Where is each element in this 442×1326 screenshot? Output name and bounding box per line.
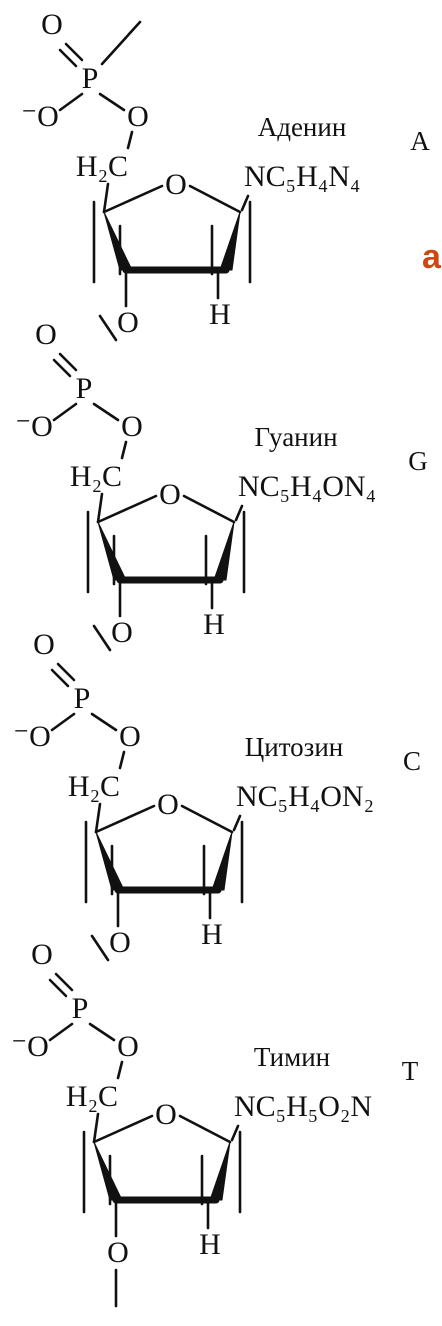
base-letter: A [410,126,430,156]
single-bond [48,1022,74,1042]
glycosidic-bond [240,194,250,212]
double-bond [58,48,78,68]
hydrogen-atom: H [203,608,225,641]
methylene-group: H₂C [70,460,122,493]
wedge-bond [219,211,241,271]
ring-bond [92,1114,154,1144]
ring-bond [96,492,104,524]
phosphorus-atom: P [76,372,93,405]
ester-oxygen-atom: O [119,720,141,753]
ring-bond [188,184,242,214]
chain-bond [100,20,142,66]
ring-bond [182,494,236,524]
base-formula: NC₅H₄ON₂ [236,780,374,813]
ring-bond [94,804,156,834]
single-bond [98,92,126,112]
single-bond [58,92,84,112]
glycosidic-bond [232,814,242,832]
base-letter: T [402,1056,419,1086]
chain-bond [126,130,134,150]
base-formula: NC₅H₄ON₄ [238,470,376,503]
wedge-bond [95,831,125,891]
ester-oxygen-atom: O [121,410,143,443]
glycosidic-bond [234,504,244,522]
chain-bond [116,1060,124,1080]
ring-bond [92,1112,100,1144]
wedge-bond [213,521,235,581]
base-name-label: Цитозин [245,732,343,762]
double-bond [50,668,70,688]
methylene-group: H₂C [76,150,128,183]
double-bond [56,662,76,682]
ring-bond [102,184,164,214]
ring-bond [96,494,158,524]
chain-bond [92,624,112,652]
oxygen-atom: O [31,938,53,971]
base-formula: NC₅H₄N₄ [244,160,360,193]
oxygen-anion-atom: ⁻O [15,410,53,443]
wedge-bond [211,831,233,891]
hydrogen-atom: H [201,918,223,951]
ring-bond [102,182,110,214]
hydrogen-atom: H [209,298,231,331]
ring-oxygen-atom: O [165,168,187,201]
chain-bond [118,750,126,770]
single-bond [90,712,118,732]
double-bond [58,352,78,372]
glycosidic-bond [230,1124,240,1142]
oxygen-anion-atom: ⁻O [13,720,51,753]
oxygen-anion-atom: ⁻O [21,100,59,133]
ring-oxygen-atom: O [155,1098,177,1131]
single-bond [50,712,76,732]
double-bond [48,978,68,998]
methylene-group: H₂C [68,770,120,803]
base-name-label: Аденин [258,112,347,142]
ring-oxygen-atom: O [157,788,179,821]
ring-bond [94,802,102,834]
chain-bond [98,314,118,342]
wedge-bond [103,211,133,271]
chain-bond [90,934,110,962]
phosphorus-atom: P [74,682,91,715]
wedge-bond [93,1141,123,1201]
single-bond [92,402,120,422]
base-formula: NC₅H₅O₂N [234,1090,372,1123]
double-bond [64,42,84,62]
ring-oxygen-atom: O [159,478,181,511]
ring-bond [178,1114,232,1144]
phosphorus-atom: P [72,992,89,1025]
ester-oxygen-atom: O [117,1030,139,1063]
ester-oxygen-atom: O [127,100,149,133]
oxygen-anion-atom: ⁻O [11,1030,49,1063]
double-bond [54,972,74,992]
oxygen-atom: O [35,318,57,351]
wedge-bond [209,1141,231,1201]
methylene-group: H₂C [66,1080,118,1113]
single-bond [88,1022,116,1042]
phosphorus-atom: P [82,62,99,95]
hydrogen-atom: H [199,1228,221,1261]
base-letter: G [408,446,428,476]
single-bond [52,402,78,422]
base-name-label: Гуанин [254,422,337,452]
base-letter: C [403,746,421,776]
chain-bond [120,440,128,460]
ring-bond [180,804,234,834]
base-name-label: Тимин [254,1042,330,1072]
three-prime-oxygen-atom: O [111,616,133,649]
three-prime-oxygen-atom: O [117,306,139,339]
three-prime-oxygen-atom: O [107,1236,129,1269]
oxygen-atom: O [41,8,63,41]
side-fragment-text: а [422,238,442,276]
wedge-bond [97,521,127,581]
oxygen-atom: O [33,628,55,661]
three-prime-oxygen-atom: O [109,926,131,959]
double-bond [52,358,72,378]
